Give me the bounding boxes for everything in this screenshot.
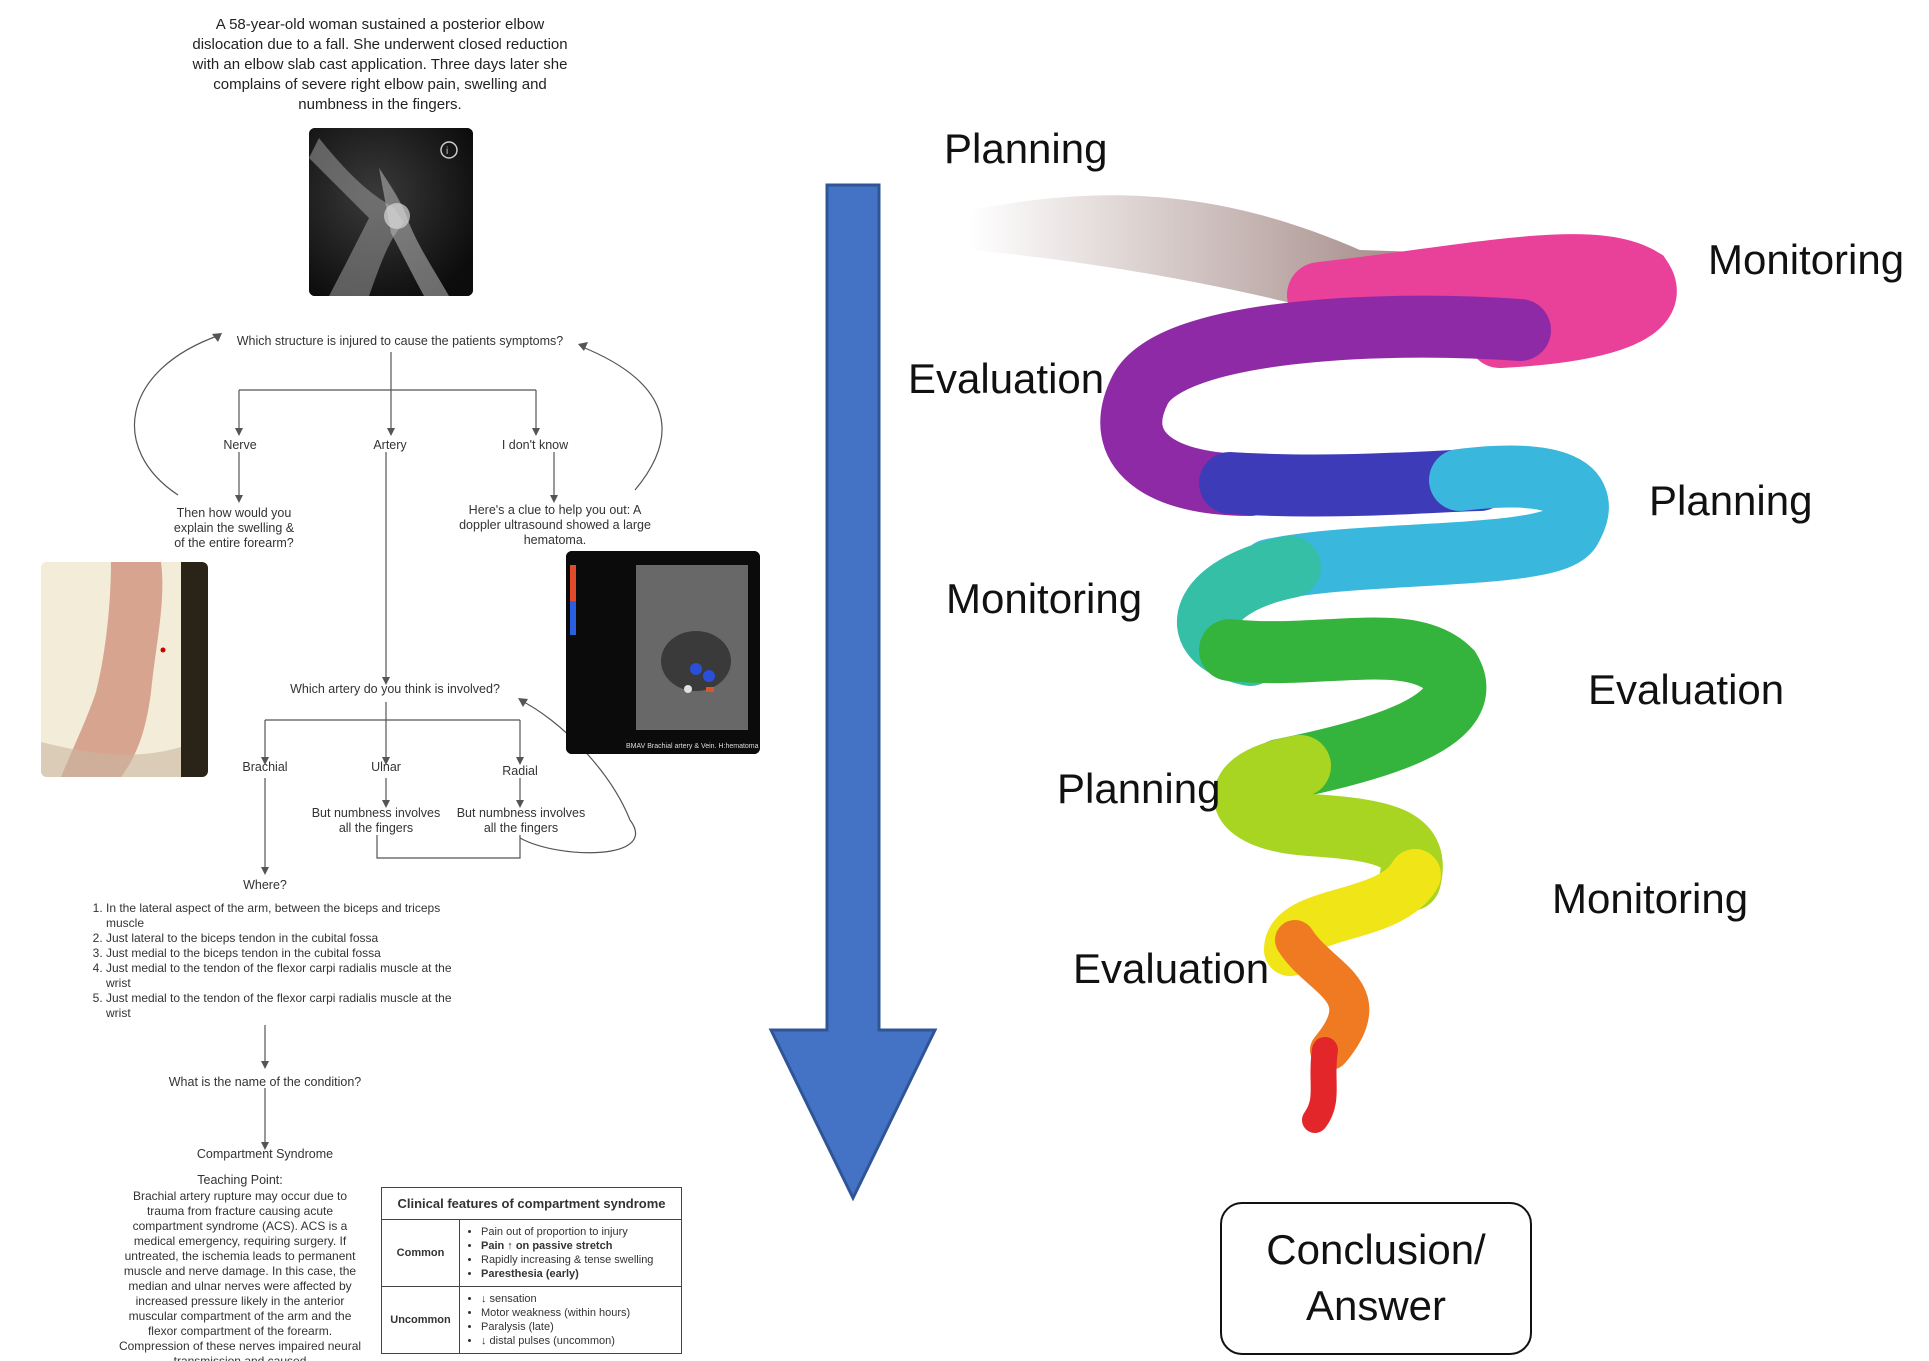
option-ulnar[interactable]: Ulnar [371, 760, 401, 774]
spiral-coil [1302, 1037, 1338, 1133]
table-item: Pain ↑ on passive stretch [481, 1239, 674, 1253]
spiral-coil [1214, 735, 1443, 911]
table-item: Motor weakness (within hours) [481, 1306, 674, 1320]
conclusion-box: Conclusion/ Answer [1220, 1202, 1532, 1355]
option-nerve[interactable]: Nerve [223, 438, 257, 452]
case-vignette: A 58-year-old woman sustained a posterio… [192, 16, 568, 113]
flowchart-connectors [133, 333, 663, 1150]
xray-image: i [309, 128, 473, 296]
table-item: ↓ distal pulses (uncommon) [481, 1334, 674, 1348]
spiral-coil [1239, 445, 1609, 601]
table-item: Paresthesia (early) [481, 1267, 674, 1281]
where-option[interactable]: In the lateral aspect of the arm, betwee… [106, 901, 466, 931]
teaching-point-text: Brachial artery rupture may occur due to… [118, 1189, 362, 1361]
where-option[interactable]: Just medial to the biceps tendon in the … [106, 946, 466, 961]
question-artery: Which artery do you think is involved? [290, 682, 500, 696]
option-artery[interactable]: Artery [373, 438, 407, 452]
where-option[interactable]: Just medial to the tendon of the flexor … [106, 961, 466, 991]
where-options: In the lateral aspect of the arm, betwee… [88, 901, 466, 1021]
answer-compartment-syndrome: Compartment Syndrome [196, 1147, 334, 1161]
conclusion-line2: Answer [1305, 1282, 1447, 1329]
spiral-label-evaluation: Evaluation [1588, 666, 1785, 713]
question-structure: Which structure is injured to cause the … [236, 334, 564, 348]
spiral-coil [1100, 295, 1551, 516]
spiral-label-evaluation: Evaluation [1073, 945, 1270, 992]
question-where: Where? [243, 878, 287, 892]
where-option[interactable]: Just lateral to the biceps tendon in the… [106, 931, 466, 946]
table-item: ↓ sensation [481, 1292, 674, 1306]
spiral-label-monitoring: Monitoring [1708, 236, 1905, 283]
table-item: Pain out of proportion to injury [481, 1225, 674, 1239]
radial-feedback: But numbness involves all the fingers [456, 806, 586, 835]
spiral-label-monitoring: Monitoring [1552, 875, 1749, 922]
spiral-label-planning: Planning [1057, 765, 1221, 812]
option-radial[interactable]: Radial [502, 764, 538, 778]
table-category: Common [381, 1219, 460, 1287]
clinical-features-table: Clinical features of compartment syndrom… [381, 1187, 682, 1354]
forearm-photo [41, 562, 208, 777]
where-option[interactable]: Just medial to the tendon of the flexor … [106, 991, 466, 1021]
spiral-label-monitoring: Monitoring [946, 575, 1143, 622]
question-condition: What is the name of the condition? [168, 1075, 362, 1089]
clue-text: Here's a clue to help you out: A doppler… [459, 503, 651, 547]
option-brachial[interactable]: Brachial [242, 760, 288, 774]
metacognition-spiral [970, 195, 1677, 1133]
down-arrow [768, 183, 938, 1202]
down-arrow-shape [768, 183, 938, 1202]
table-item: Paralysis (late) [481, 1320, 674, 1334]
ultrasound-image: BMAV Brachial artery & Vein. H:hematoma [566, 551, 760, 754]
svg-text:i: i [446, 146, 448, 157]
conclusion-line1: Conclusion/ [1266, 1226, 1486, 1273]
table-item: Rapidly increasing & tense swelling [481, 1253, 674, 1267]
option-dont-know[interactable]: I don't know [501, 438, 569, 452]
spiral-label-evaluation: Evaluation [908, 355, 1105, 402]
ultrasound-caption: BMAV Brachial artery & Vein. H:hematoma [626, 743, 759, 750]
spiral-coil [1275, 920, 1370, 1070]
teaching-point-title: Teaching Point: [197, 1173, 283, 1187]
spiral-label-planning: Planning [944, 125, 1108, 172]
spiral-coil [1199, 617, 1487, 801]
spiral-coil [1287, 234, 1677, 368]
ulnar-feedback: But numbness involves all the fingers [311, 806, 441, 835]
spiral-label-planning: Planning [1649, 477, 1813, 524]
table-row: Common Pain out of proportion to injury … [381, 1219, 682, 1287]
table-category: Uncommon [381, 1286, 460, 1354]
table-title: Clinical features of compartment syndrom… [381, 1187, 682, 1220]
nerve-feedback: Then how would you explain the swelling … [173, 506, 295, 550]
table-row: Uncommon ↓ sensation Motor weakness (wit… [381, 1286, 682, 1354]
